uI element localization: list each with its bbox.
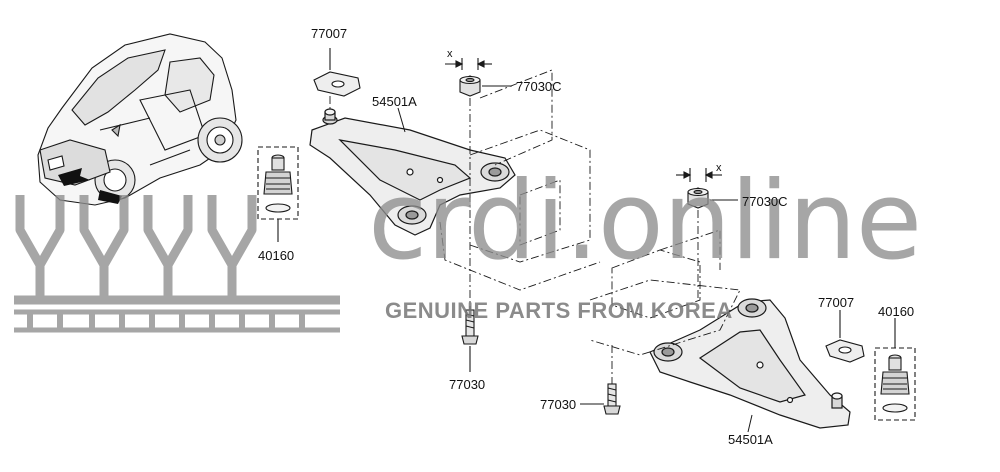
control-arm-right (649, 298, 851, 429)
nut-right (676, 168, 738, 209)
callout-nut-right[interactable]: 77030C (742, 194, 788, 209)
nut-top (445, 58, 512, 97)
watermark-logo (14, 195, 340, 333)
bolt-left (461, 309, 479, 372)
dim-x-top: x (447, 48, 453, 60)
bolt-right (580, 383, 621, 415)
callout-bolt-right[interactable]: 77030 (540, 397, 577, 412)
callout-balljoint-right[interactable]: 40160 (878, 304, 915, 319)
assembly-guides-left (329, 69, 601, 318)
callout-balljoint-left[interactable]: 40160 (258, 248, 295, 263)
callout-washer-right[interactable]: 77007 (818, 295, 855, 310)
callout-nut-top[interactable]: 77030C (516, 79, 562, 94)
callout-arm-left[interactable]: 54501A (372, 94, 417, 109)
assembly-guides-right (589, 210, 741, 390)
control-arm-left (309, 108, 516, 236)
callout-arm-right[interactable]: 54501A (728, 432, 773, 447)
vehicle-illustration (37, 33, 243, 206)
callout-washer-top[interactable]: 77007 (311, 26, 348, 41)
dim-x-right: x (716, 162, 722, 174)
watermark-site: crdi.online (368, 159, 922, 284)
callout-bolt-left[interactable]: 77030 (449, 377, 486, 392)
washer-top (313, 48, 361, 97)
leader-lines (397, 107, 753, 433)
ball-joint-left (257, 146, 299, 242)
washer-right (825, 310, 865, 363)
ball-joint-right (874, 318, 916, 421)
watermark-tagline: GENUINE PARTS FROM KOREA (385, 298, 733, 323)
